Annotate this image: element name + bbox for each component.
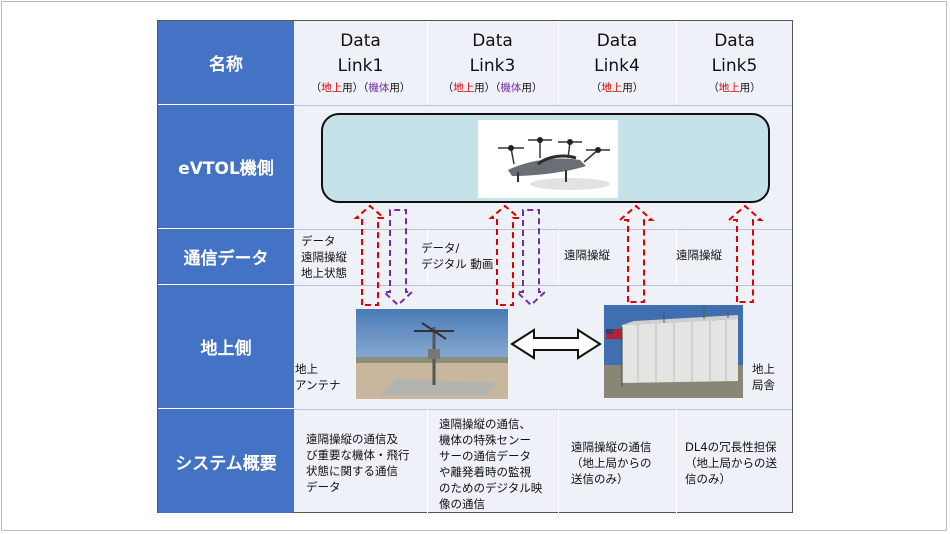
link3-vehicle-arrow (514, 209, 548, 307)
system-line: 遠隔操縦の通信、 (439, 417, 531, 431)
comm-link4-text: 遠隔操縦 (564, 248, 610, 262)
label-line: 地上 (752, 362, 775, 376)
antenna-label: 地上 アンテナ (295, 361, 341, 393)
usage-segment: （ (708, 82, 719, 94)
system-line: DL4の冗長性担保 (685, 440, 777, 454)
ground-station-photo (604, 305, 743, 398)
grid-line (558, 409, 559, 514)
ground-antenna-photo (356, 309, 508, 399)
system-line: （地上局からの (571, 456, 652, 470)
grid-line (558, 21, 559, 105)
column-usage: （地上用） (676, 80, 793, 95)
column-title-line2: Link1 (337, 56, 384, 76)
column-header-link4: Data Link4 （地上用） (558, 21, 676, 105)
link4-ground-arrow (617, 204, 655, 303)
row-header-name: 名称 (158, 21, 294, 105)
link1-vehicle-arrow (381, 209, 415, 307)
column-title-line1: Data (714, 31, 755, 51)
comm-link5-text: 遠隔操縦 (676, 248, 722, 262)
grid-line (294, 229, 792, 230)
system-line: 送信のみ） (571, 472, 629, 486)
comm-line: データ (301, 234, 336, 248)
column-header-link3: Data Link3 （地上用）（機体用） (427, 21, 558, 105)
grid-line (676, 409, 677, 514)
usage-segment: 用） (739, 82, 761, 94)
grid-line (427, 229, 428, 285)
grid-line (427, 21, 428, 105)
system-line: 機体の特殊センー (439, 433, 531, 447)
usage-segment: 地上 (601, 82, 623, 94)
label-line: 局舎 (752, 378, 775, 392)
link1-ground-arrow (353, 204, 387, 306)
system-line: 像の通信 (439, 497, 485, 511)
system-line: データ (306, 480, 341, 494)
column-usage: （地上用）（機体用） (427, 80, 558, 95)
row-header-comm: 通信データ (158, 229, 294, 285)
row-header-evtol: eVTOL機側 (158, 105, 294, 229)
system-link3-text: 遠隔操縦の通信、 機体の特殊センー サーの通信データ や離発着時の監視 のための… (439, 416, 542, 512)
station-label: 地上 局舎 (752, 361, 775, 393)
datalink-table: 名称 eVTOL機側 通信データ 地上側 システム概要 Data Link1 （… (157, 20, 793, 514)
comm-line: 遠隔操縦 (301, 250, 347, 264)
system-line: や離発着時の監視 (439, 465, 531, 479)
comm-link3-text: データ/ デジタル 動画 (421, 240, 493, 272)
grid-line (676, 21, 677, 105)
usage-segment: 用） (622, 82, 644, 94)
column-usage: （地上用） (558, 80, 676, 95)
usage-segment: 用） (521, 82, 543, 94)
usage-segment: 機体 (368, 82, 390, 94)
column-title-line1: Data (472, 31, 513, 51)
system-link4-text: 遠隔操縦の通信 （地上局からの 送信のみ） (571, 439, 652, 487)
comm-link1-text: データ 遠隔操縦 地上状態 (301, 233, 347, 281)
system-line: （地上局からの送 (685, 456, 777, 470)
system-link1-text: 遠隔操縦の通信及 び重要な機体・飛行 状態に関する通信 データ (306, 431, 410, 495)
grid-line (676, 229, 677, 285)
comm-line: データ/ (421, 241, 460, 255)
comm-line: デジタル 動画 (421, 257, 494, 271)
system-line: び重要な機体・飛行 (306, 448, 410, 462)
usage-segment: 地上 (453, 82, 475, 94)
system-line: のためのデジタル映 (439, 481, 543, 495)
comm-line: 地上状態 (301, 266, 347, 280)
column-header-link5: Data Link5 （地上用） (676, 21, 793, 105)
system-line: 信のみ） (685, 472, 731, 486)
usage-segment: （ (590, 82, 602, 94)
grid-line (558, 229, 559, 285)
link5-ground-arrow (726, 204, 764, 303)
usage-segment: 用） (389, 82, 411, 94)
column-usage: （地上用）（機体用） (294, 80, 427, 95)
system-line: 遠隔操縦の通信 (571, 440, 652, 454)
grid-line (294, 285, 792, 286)
usage-segment: （ (310, 82, 322, 94)
system-line: サーの通信データ (439, 449, 531, 463)
grid-line (294, 409, 792, 410)
row-header-ground: 地上側 (158, 285, 294, 409)
column-header-link1: Data Link1 （地上用）（機体用） (294, 21, 427, 105)
usage-segment: 地上 (718, 82, 740, 94)
grid-line (427, 409, 428, 514)
system-line: 遠隔操縦の通信及 (306, 432, 398, 446)
usage-segment: 用）（ (342, 82, 369, 94)
column-title-line2: Link4 (594, 56, 640, 76)
ground-link-double-arrow (510, 328, 602, 360)
grid-line (294, 105, 792, 106)
evtol-drone-image (478, 120, 618, 198)
column-title-line1: Data (340, 31, 381, 51)
column-title-line2: Link3 (469, 56, 516, 76)
usage-segment: 地上 (321, 82, 343, 94)
label-line: アンテナ (295, 378, 341, 392)
link3-ground-arrow (488, 204, 522, 306)
system-link5-text: DL4の冗長性担保 （地上局からの送 信のみ） (685, 439, 777, 487)
usage-segment: 用）（ (474, 82, 501, 94)
usage-segment: 機体 (500, 82, 522, 94)
column-title-line1: Data (596, 31, 638, 51)
row-header-system: システム概要 (158, 409, 294, 513)
label-line: 地上 (295, 362, 318, 376)
column-title-line2: Link5 (711, 56, 758, 76)
system-line: 状態に関する通信 (306, 464, 398, 478)
usage-segment: （ (442, 82, 454, 94)
